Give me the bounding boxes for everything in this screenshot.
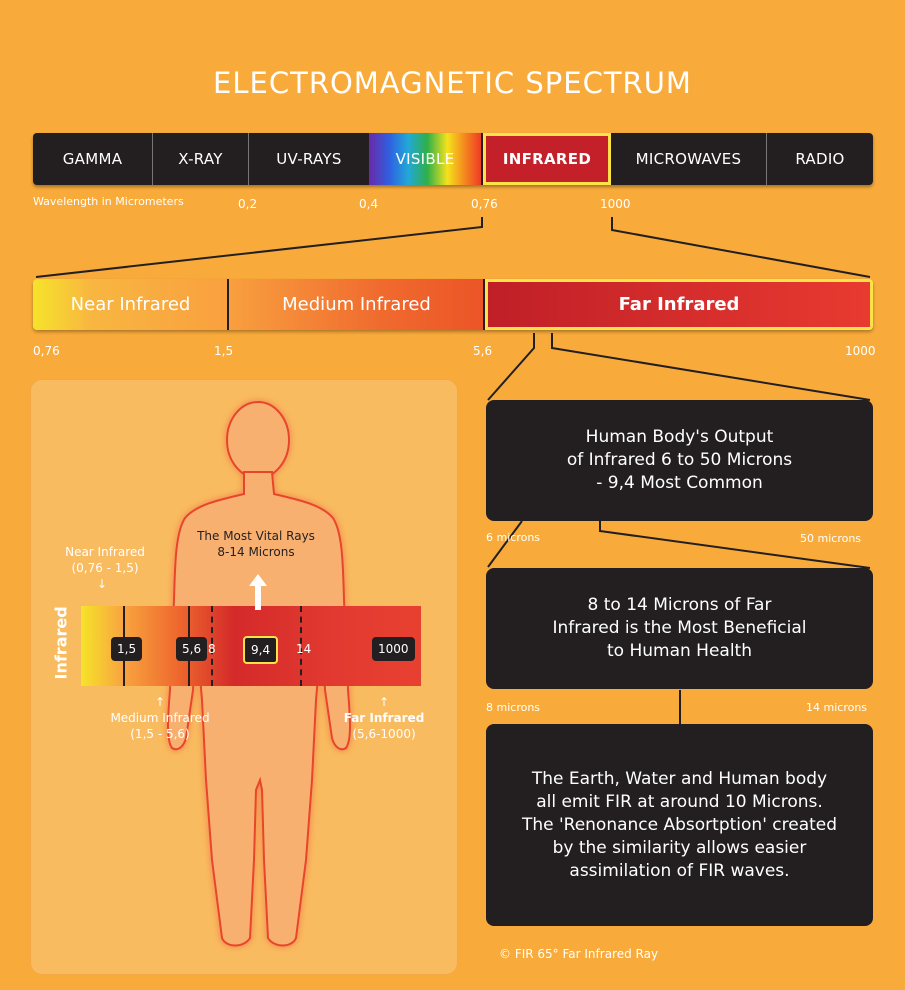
medium-infrared-caption-range: (1,5 - 5,6) xyxy=(130,727,190,741)
near-infrared-label: Near Infrared xyxy=(70,294,191,315)
tick-1000: 1000 xyxy=(600,197,631,211)
marker-8: 8 xyxy=(208,642,216,656)
up-arrow-small-icon: ↑ xyxy=(154,695,166,709)
ir-divider xyxy=(227,279,229,330)
tick-0-4: 0,4 xyxy=(359,197,379,211)
segment-x-ray[interactable]: X-RAY xyxy=(178,150,223,168)
info-box-body-output: Human Body's Output of Infrared 6 to 50 … xyxy=(486,400,873,521)
near-infrared-caption: Near Infrared (0,76 - 1,5) ↓ xyxy=(50,544,160,592)
segment-uv-rays[interactable]: UV-RAYS xyxy=(276,150,342,168)
tick-0-76: 0,76 xyxy=(471,197,498,211)
ir-tick-1-5: 1,5 xyxy=(214,344,234,358)
marker-5-6: 5,6 xyxy=(176,637,208,661)
box2-right-label: 14 microns xyxy=(806,701,868,714)
medium-infrared-caption: ↑ Medium Infrared (1,5 - 5,6) xyxy=(100,694,220,742)
far-infrared-segment[interactable] xyxy=(485,279,873,330)
box3-line: by the similarity allows easier xyxy=(552,837,807,858)
ir-tick-0-76: 0,76 xyxy=(33,344,60,358)
info-box-resonance: The Earth, Water and Human body all emit… xyxy=(486,724,873,926)
box1-right-label: 50 microns xyxy=(800,532,862,545)
infrared-bar: Near Infrared Medium Infrared Far Infrar… xyxy=(33,279,873,330)
marker-9-4: 9,4 xyxy=(243,636,279,664)
ir-tick-1000: 1000 xyxy=(845,344,876,358)
near-infrared-caption-range: (0,76 - 1,5) xyxy=(71,561,139,575)
vital-rays-label: The Most Vital Rays 8-14 Microns xyxy=(186,528,326,560)
ir-tick-5-6: 5,6 xyxy=(473,344,493,358)
tick-0-2: 0,2 xyxy=(238,197,258,211)
info-box-beneficial: 8 to 14 Microns of Far Infrared is the M… xyxy=(486,568,873,689)
box3-line: The Earth, Water and Human body xyxy=(531,768,828,789)
medium-infrared-caption-title: Medium Infrared xyxy=(110,711,210,725)
segment-gamma[interactable]: GAMMA xyxy=(62,150,123,168)
segment-divider xyxy=(152,133,153,185)
far-infrared-label: Far Infrared xyxy=(618,294,740,315)
up-arrow-icon xyxy=(249,574,267,610)
vital-rays-range: 8-14 Microns xyxy=(217,545,295,559)
box1-line: - 9,4 Most Common xyxy=(596,473,763,493)
segment-radio[interactable]: RADIO xyxy=(795,150,845,168)
up-arrow-small-icon: ↑ xyxy=(378,695,390,709)
infrared-side-label: Infrared xyxy=(51,606,71,680)
far-infrared-caption-range: (5,6-1000) xyxy=(352,727,416,741)
box3-line: assimilation of FIR waves. xyxy=(569,860,790,881)
bar-divider-8 xyxy=(211,606,213,686)
box3-line: The 'Renonance Absortption' created xyxy=(521,814,838,835)
segment-microwaves[interactable]: MICROWAVES xyxy=(635,150,742,168)
box2-line: Infrared is the Most Beneficial xyxy=(552,618,807,638)
segment-infrared[interactable]: INFRARED xyxy=(483,133,611,185)
medium-infrared-segment[interactable] xyxy=(228,279,485,330)
near-infrared-segment[interactable] xyxy=(33,279,228,330)
marker-1000: 1000 xyxy=(372,637,415,661)
vital-rays-title: The Most Vital Rays xyxy=(197,529,315,543)
ir-divider xyxy=(483,279,485,330)
near-infrared-caption-title: Near Infrared xyxy=(65,545,145,559)
box3-line: all emit FIR at around 10 Microns. xyxy=(536,791,823,812)
wavelength-label: Wavelength in Micrometers xyxy=(33,195,184,208)
box1-line: of Infrared 6 to 50 Microns xyxy=(566,450,793,470)
page-title: ELECTROMAGNETIC SPECTRUM xyxy=(213,66,692,100)
credit: © FIR 65° Far Infrared Ray xyxy=(499,947,659,961)
marker-1-5: 1,5 xyxy=(111,637,143,661)
box2-left-label: 8 microns xyxy=(486,701,541,714)
far-infrared-caption-title: Far Infrared xyxy=(343,711,425,725)
infrared-side-label-wrap: Infrared xyxy=(41,606,81,679)
bar-divider-14 xyxy=(300,606,302,686)
segment-visible[interactable]: VISIBLE xyxy=(369,133,481,185)
far-infrared-caption: ↑ Far Infrared (5,6-1000) xyxy=(332,694,436,742)
box1-line: Human Body's Output xyxy=(585,427,774,447)
marker-14: 14 xyxy=(296,642,312,656)
segment-divider xyxy=(248,133,249,185)
spectrum-bar: GAMMA X-RAY UV-RAYS VISIBLE INFRARED MIC… xyxy=(33,133,873,185)
medium-infrared-label: Medium Infrared xyxy=(282,294,431,315)
box2-line: 8 to 14 Microns of Far xyxy=(587,595,772,615)
box2-line: to Human Health xyxy=(606,641,752,661)
box1-left-label: 6 microns xyxy=(486,531,541,544)
segment-divider xyxy=(766,133,767,185)
down-arrow-icon: ↓ xyxy=(96,577,108,591)
